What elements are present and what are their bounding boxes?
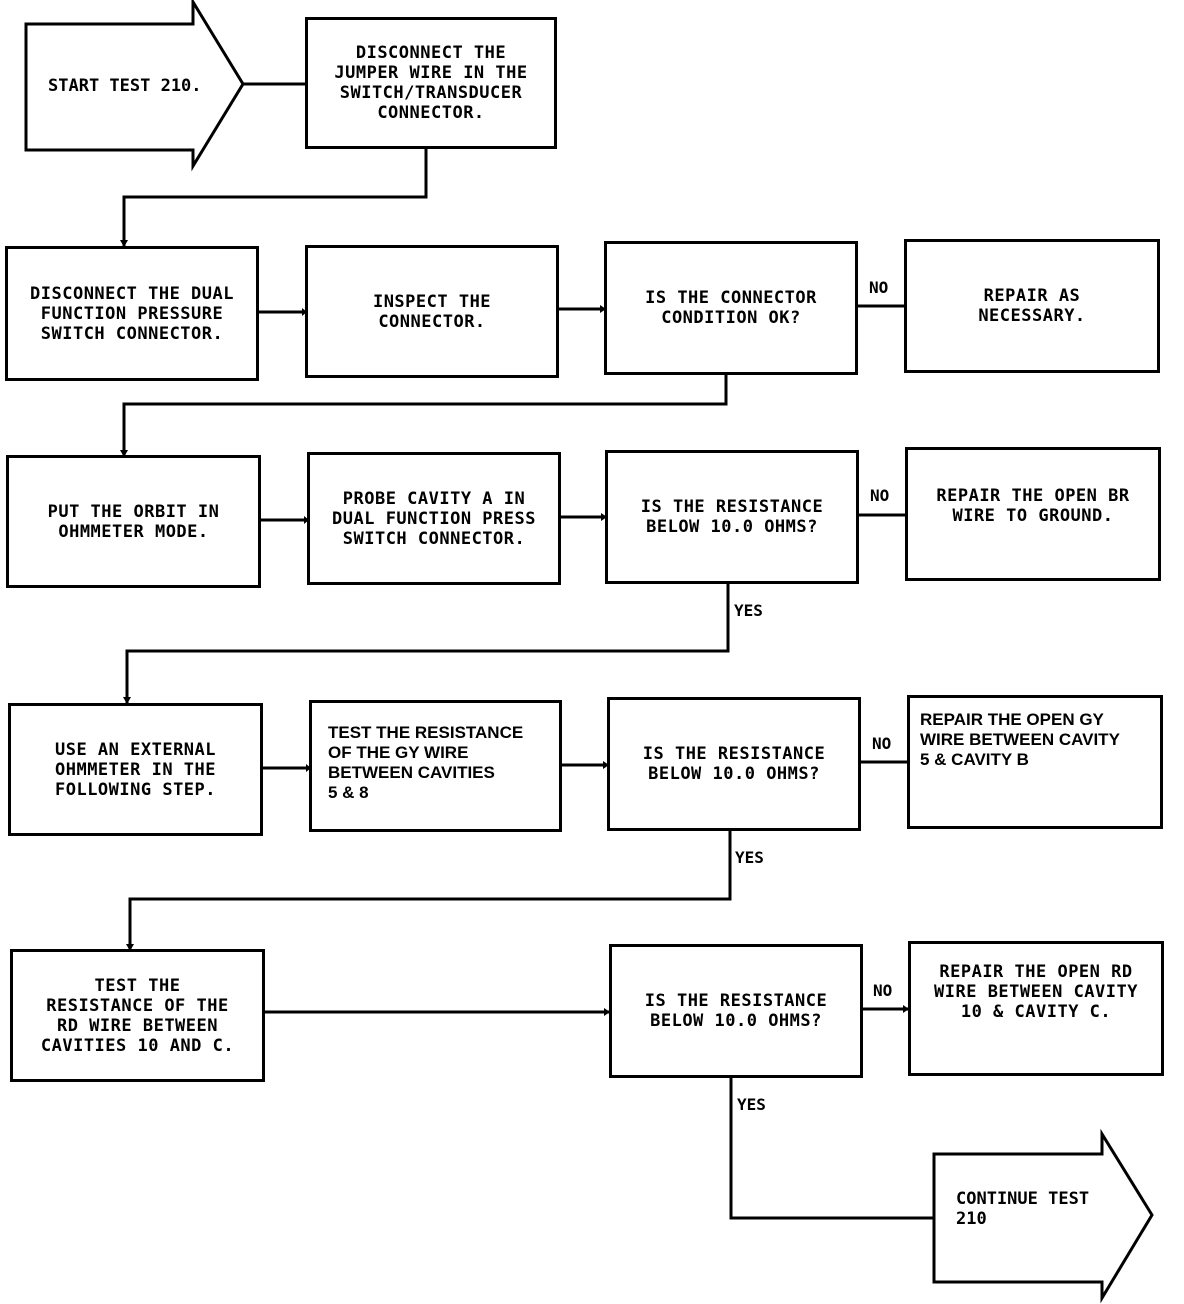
step-test-gy-text: TEST THE RESISTANCE OF THE GY WIRE BETWE… (328, 723, 524, 802)
step-inspect-connector: INSPECT THE CONNECTOR. (305, 245, 559, 378)
start-arrow-shape (24, 0, 245, 172)
label-yes-2: YES (735, 848, 764, 867)
step-repair-br: REPAIR THE OPEN BR WIRE TO GROUND. (905, 447, 1161, 581)
step-probe-cavity: PROBE CAVITY A IN DUAL FUNCTION PRESS SW… (307, 452, 561, 585)
decision-resistance-3: IS THE RESISTANCE BELOW 10.0 OHMS? (609, 944, 863, 1078)
step-repair-rd: REPAIR THE OPEN RD WIRE BETWEEN CAVITY 1… (908, 941, 1164, 1076)
step-use-external: USE AN EXTERNAL OHMMETER IN THE FOLLOWIN… (8, 703, 263, 836)
start-label: START TEST 210. (48, 76, 202, 96)
step-test-rd: TEST THE RESISTANCE OF THE RD WIRE BETWE… (10, 949, 265, 1082)
decision-resistance-2-text: IS THE RESISTANCE BELOW 10.0 OHMS? (642, 744, 826, 784)
step-disconnect-dual: DISCONNECT THE DUAL FUNCTION PRESSURE SW… (5, 246, 259, 381)
decision-connector-ok-text: IS THE CONNECTOR CONDITION OK? (645, 288, 817, 328)
step-test-rd-text: TEST THE RESISTANCE OF THE RD WIRE BETWE… (40, 975, 235, 1056)
step-put-orbit-text: PUT THE ORBIT IN OHMMETER MODE. (47, 501, 220, 542)
step-put-orbit: PUT THE ORBIT IN OHMMETER MODE. (6, 455, 261, 588)
decision-connector-ok: IS THE CONNECTOR CONDITION OK? (604, 241, 858, 375)
step-disconnect-jumper-text: DISCONNECT THE JUMPER WIRE IN THE SWITCH… (334, 43, 528, 123)
step-inspect-connector-text: INSPECT THE CONNECTOR. (372, 291, 492, 332)
connector-jumper-to-dual (122, 147, 428, 246)
label-no-3: NO (872, 734, 892, 753)
connector-q2-yes (125, 583, 730, 703)
decision-resistance-1-text: IS THE RESISTANCE BELOW 10.0 OHMS? (640, 497, 824, 537)
step-repair-as-necessary: REPAIR AS NECESSARY. (904, 239, 1160, 373)
step-repair-as-necessary-text: REPAIR AS NECESSARY. (978, 286, 1086, 326)
label-yes-3: YES (737, 1095, 766, 1114)
step-repair-gy-text: REPAIR THE OPEN GY WIRE BETWEEN CAVITY 5… (920, 710, 1120, 769)
step-disconnect-dual-text: DISCONNECT THE DUAL FUNCTION PRESSURE SW… (30, 283, 234, 344)
step-disconnect-jumper: DISCONNECT THE JUMPER WIRE IN THE SWITCH… (305, 17, 557, 149)
connector-q1-yes (122, 374, 728, 456)
label-no-2: NO (870, 486, 890, 505)
label-no-4: NO (873, 981, 893, 1000)
step-repair-gy: REPAIR THE OPEN GY WIRE BETWEEN CAVITY 5… (907, 695, 1163, 829)
step-probe-cavity-text: PROBE CAVITY A IN DUAL FUNCTION PRESS SW… (332, 488, 536, 549)
step-use-external-text: USE AN EXTERNAL OHMMETER IN THE FOLLOWIN… (54, 739, 217, 800)
step-test-gy: TEST THE RESISTANCE OF THE GY WIRE BETWE… (309, 700, 562, 832)
label-no-1: NO (869, 278, 889, 297)
step-repair-rd-text: REPAIR THE OPEN RD WIRE BETWEEN CAVITY 1… (934, 962, 1138, 1022)
end-label: CONTINUE TEST 210 (956, 1189, 1090, 1229)
connector-q3-yes (128, 830, 732, 950)
decision-resistance-1: IS THE RESISTANCE BELOW 10.0 OHMS? (605, 450, 859, 584)
step-repair-br-text: REPAIR THE OPEN BR WIRE TO GROUND. (936, 486, 1130, 526)
decision-resistance-2: IS THE RESISTANCE BELOW 10.0 OHMS? (607, 697, 861, 831)
end-arrow-shape (932, 1128, 1154, 1304)
label-yes-1: YES (734, 601, 763, 620)
connector-q4-yes (729, 1077, 934, 1220)
decision-resistance-3-text: IS THE RESISTANCE BELOW 10.0 OHMS? (644, 991, 828, 1031)
